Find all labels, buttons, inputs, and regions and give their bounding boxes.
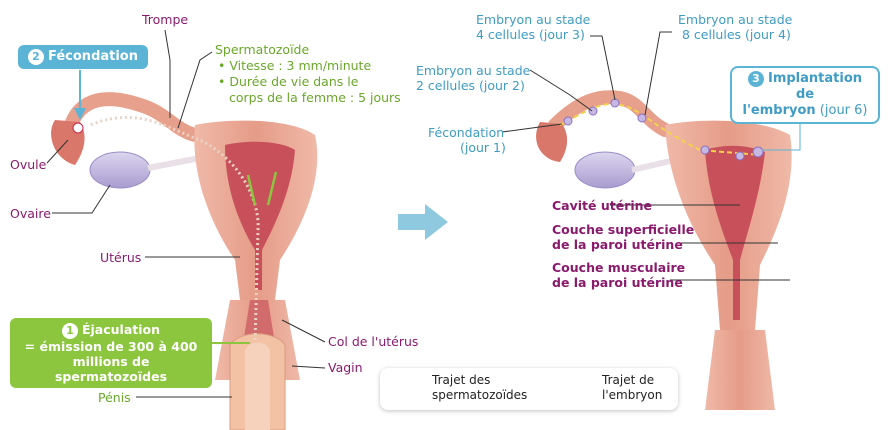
label-spermatozoide-vitesse: • Vitesse : 3 mm/minute [218,58,372,73]
label-superficielle-a: Couche superficielle [552,222,695,237]
label-stade8-b: 8 cellules (jour 4) [682,27,791,42]
legend-sperm-text: Trajet des spermatozoïdes [432,373,527,403]
right-leader-lines [501,31,801,281]
legend: Trajet des spermatozoïdes Trajet de l'em… [380,368,678,410]
label-stade2-b: 2 cellules (jour 2) [416,78,525,93]
left-fallopian-tube [63,92,202,142]
label-penis: Pénis [98,390,131,405]
right-ovary [574,151,636,189]
ejaculation-title: Éjaculation [81,322,161,337]
left-ovary [89,151,151,189]
legend-sperm-line1: Trajet des [432,373,491,387]
label-uterus: Utérus [100,250,142,265]
legend-embryo-line1: Trajet de [602,373,655,387]
left-anatomy [51,92,318,430]
label-musculaire-a: Couche musculaire [552,260,686,275]
legend-embryo-line2: l'embryon [602,388,663,402]
implantation-line2a: l'embryon [742,103,816,118]
right-fimbriae [536,122,568,162]
label-superficielle-b: de la paroi utérine [552,237,683,252]
transition-arrow [398,204,448,240]
label-stade2-a: Embryon au stade [416,63,531,78]
label-ovaire: Ovaire [10,206,51,221]
step-number-3: 3 [747,71,764,87]
left-leader-lines [46,29,326,398]
fecondation-label: Fécondation [48,49,138,64]
label-fecondation-b: (jour 1) [460,140,506,155]
label-spermatozoide-duree: • Durée de vie dans le [218,74,359,89]
label-trompe: Trompe [142,12,189,27]
label-stade4-a: Embryon au stade [476,12,591,27]
right-anatomy [536,90,792,410]
label-cavite: Cavité utérine [552,198,653,213]
legend-embryo-text: Trajet de l'embryon [602,373,662,403]
label-vagin: Vagin [328,360,363,375]
legend-sperm-line2: spermatozoïdes [432,388,528,402]
fecondation-badge: 2 Fécondation [18,45,148,69]
label-col-uterus: Col de l'utérus [328,334,419,349]
label-stade8-a: Embryon au stade [678,12,793,27]
right-vagina [705,330,775,410]
right-fallopian-tube [548,90,672,137]
label-ovule: Ovule [10,157,47,172]
label-musculaire-b: de la paroi utérine [552,275,683,290]
implantation-line2b: (jour 6) [815,103,868,118]
step-number-2: 2 [28,49,44,65]
label-fecondation-a: Fécondation [428,125,505,140]
left-ovule [72,122,84,134]
step-number-1: 1 [61,323,78,339]
label-spermatozoide-title: Spermatozoïde [215,42,310,57]
ejaculation-line1: = émission de 300 à 400 [24,339,198,354]
implantation-line1: Implantation de [767,71,862,102]
label-stade4-b: 4 cellules (jour 3) [476,27,585,42]
label-spermatozoide-duree-2: corps de la femme : 5 jours [229,90,401,105]
ejaculation-line2: millions de spermatozoïdes [54,354,168,384]
